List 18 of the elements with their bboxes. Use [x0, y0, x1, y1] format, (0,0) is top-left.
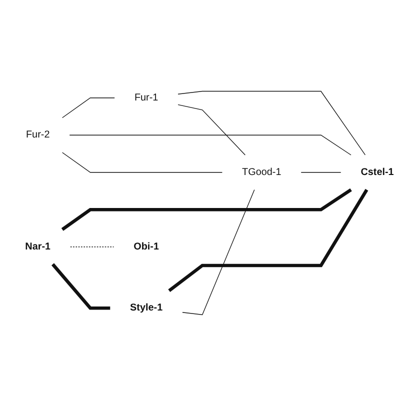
- node-text: TGood-1: [242, 166, 282, 178]
- connector: [182, 189, 255, 316]
- connector: [70, 246, 114, 248]
- node-text: Obi-1: [134, 240, 159, 252]
- connector: [300, 172, 342, 173]
- connector: [62, 152, 223, 173]
- node-text: Cstel-1: [360, 166, 394, 178]
- connector: [61, 188, 352, 231]
- node-text: Fur-1: [134, 92, 158, 104]
- connector: [178, 104, 246, 156]
- connector: [51, 263, 110, 310]
- connector: [62, 98, 115, 118]
- node-text: Fur-2: [26, 129, 50, 140]
- connector: [168, 188, 368, 292]
- connector: [178, 90, 366, 156]
- node-text: Style-1: [130, 302, 163, 314]
- connector: [69, 134, 352, 156]
- node-text: Nar-1: [25, 240, 51, 252]
